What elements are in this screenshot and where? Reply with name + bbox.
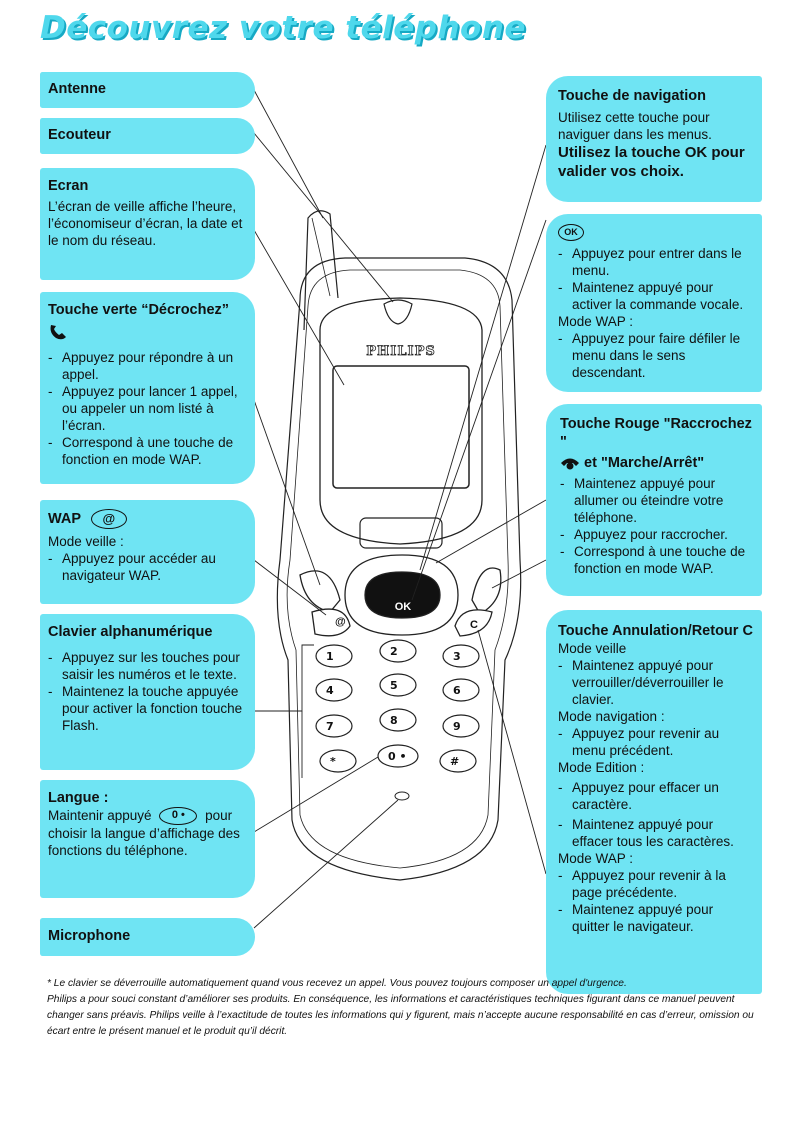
clear-key [454,609,493,637]
red-key-title-line2: et "Marche/Arrêt" [584,455,705,471]
svg-text:6: 6 [453,684,461,697]
cancel-back-key-box: Touche Annulation/Retour C Mode veille -… [546,610,762,994]
red-key-box: Touche Rouge "Raccrochez " et "Marche/Ar… [546,404,762,596]
microphone-hole [394,791,410,801]
svg-text:7: 7 [326,720,334,733]
svg-text:@: @ [335,616,346,628]
zero-key-icon: 0 • [159,807,198,826]
green-key-title: Touche verte “Décrochez” [48,302,230,318]
navigation-title: Touche de navigation [558,88,706,104]
list-item: -Appuyez pour faire défiler le menu dans… [558,330,741,380]
screen-description-box: Ecran L’écran de veille affiche l’heure,… [40,168,255,280]
red-key-title-line1: Touche Rouge "Raccrochez " [560,416,752,450]
red-end-key [471,567,502,615]
page-title: Découvrez votre téléphone [40,10,526,46]
wap-key-box: WAP @ Mode veille : -Appuyez pour accéde… [40,500,255,604]
svg-text:OK: OK [395,601,412,613]
list-item: -Maintenez appuyé pour allumer ou éteind… [560,476,724,525]
svg-text:2: 2 [390,645,398,658]
keypad-title: Clavier alphanumérique [48,624,213,640]
phone-brand: PHILIPS [366,344,436,359]
callout-lines [253,89,547,929]
list-item: -Maintenez appuyé pour quitter le naviga… [558,902,714,934]
mode-label: Mode Edition : [558,760,645,775]
list-item: -Appuyez pour raccrocher. [560,527,728,542]
cancel-key-title: Touche Annulation/Retour C [558,623,753,639]
language-title: Langue : [48,790,109,806]
list-item: -Maintenez la touche appuyée pour active… [48,684,243,733]
microphone-label-box: Microphone [40,918,255,956]
list-item: -Correspond à une touche de fonction en … [48,435,234,467]
antenna-title: Antenne [48,81,106,97]
mode-label: Mode WAP : [558,851,634,866]
phone-body [276,257,522,881]
list-item: -Maintenez appuyé pour verrouiller/déver… [558,658,724,707]
svg-text:C: C [470,619,478,631]
list-item: -Appuyez pour revenir à la page précéden… [558,868,726,900]
list-item: -Maintenez appuyé pour activer la comman… [558,279,744,312]
hang-up-power-icon [560,455,580,471]
wap-title: WAP [48,510,81,527]
keypad-box: Clavier alphanumérique -Appuyez sur les … [40,614,255,770]
microphone-title: Microphone [48,928,131,944]
footnotes: * Le clavier se déverrouille automatique… [47,976,767,1040]
mode-label: Mode navigation : [558,709,665,724]
keypad-unlock-note: * Le clavier se déverrouille automatique… [47,978,627,989]
svg-text:0 •: 0 • [388,750,407,763]
green-key-box: Touche verte “Décrochez” -Appuyez pour r… [40,292,255,484]
svg-text:#: # [450,755,459,768]
svg-text:8: 8 [390,714,398,727]
earpiece-title: Ecouteur [48,127,111,143]
svg-text:*: * [330,755,336,768]
navigation-key-box: Touche de navigation Utilisez cette touc… [546,76,762,202]
language-box: Langue : Maintenir appuyé 0 • pour chois… [40,780,255,898]
at-sign-icon: @ [90,509,127,529]
list-item: -Appuyez sur les touches pour saisir les… [48,650,240,682]
list-item: -Appuyez pour entrer dans le menu. [558,245,742,278]
list-item: -Appuyez pour accéder au navigateur WAP. [48,551,216,583]
screen-description: L’écran de veille affiche l’heure, l’éco… [48,199,243,248]
ok-key [364,571,441,619]
antenna-label-box: Antenne [40,72,255,108]
mode-label: Mode veille [558,641,627,656]
screen-title: Ecran [48,178,89,194]
mode-label: Mode veille : [48,534,124,549]
list-item: -Appuyez pour répondre à un appel. [48,350,234,382]
svg-text:9: 9 [453,720,461,733]
phone-screen [332,365,470,489]
disclaimer-note: Philips a pour souci constant d’améliore… [47,994,754,1037]
list-item: -Correspond à une touche de fonction en … [560,544,746,576]
list-item: -Appuyez pour effacer un caractère. [558,780,719,812]
svg-text:5: 5 [390,679,398,692]
mode-label: Mode WAP : [558,313,634,329]
ok-key-icon: OK [558,223,584,241]
phone-handset-icon [48,323,247,345]
earpiece-label-box: Ecouteur [40,118,255,154]
svg-text:1: 1 [326,650,334,663]
green-call-key [299,570,341,613]
list-item: -Maintenez appuyé pour effacer tous les … [558,817,734,849]
svg-text:4: 4 [326,684,334,697]
wap-key [311,608,351,637]
ok-key-box: OK -Appuyez pour entrer dans le menu. -M… [546,214,762,392]
alphanumeric-keypad [315,639,480,773]
svg-text:3: 3 [453,650,461,663]
list-item: -Appuyez pour lancer 1 appel, ou appeler… [48,384,238,433]
list-item: -Appuyez pour revenir au menu précédent. [558,726,720,758]
